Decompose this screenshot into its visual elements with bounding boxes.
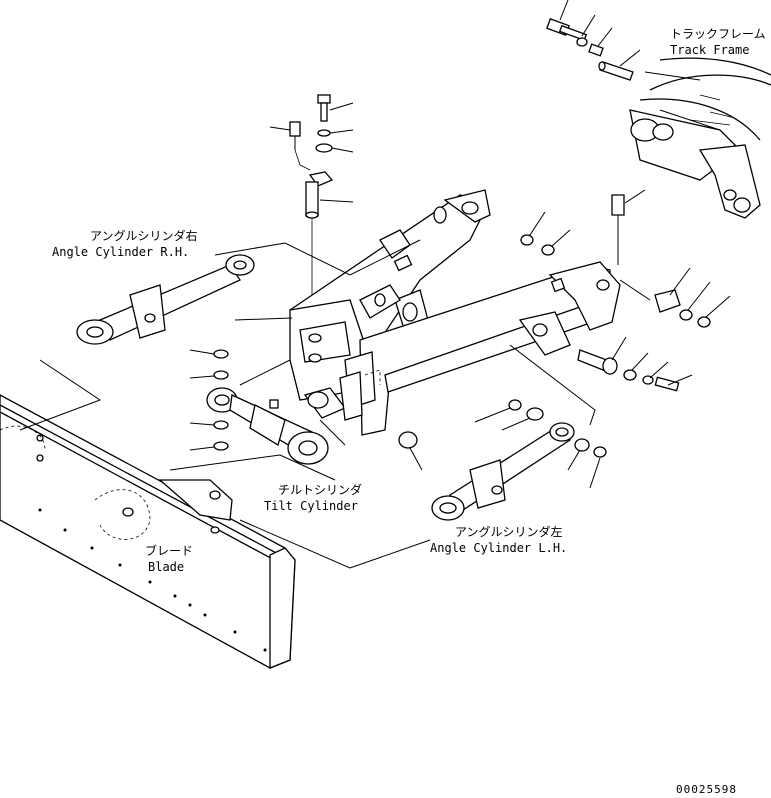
tilt-cylinder [189, 317, 363, 465]
pin-hardware-top [269, 94, 354, 330]
blade-label-en: Blade [148, 560, 184, 574]
pin-hardware-right [520, 189, 731, 392]
u-frame [289, 189, 621, 436]
tilt-cylinder-label-en: Tilt Cylinder [264, 499, 358, 513]
angle-cylinder-rh-label-jp: アングルシリンダ右 [90, 228, 198, 243]
track-frame-hardware [546, 0, 641, 81]
angle-cylinder-lh [398, 399, 607, 521]
blade [0, 394, 296, 669]
track-frame-label-en: Track Frame [670, 43, 749, 57]
drawing-code: 00025598 [676, 783, 737, 796]
angle-cylinder-rh-label-en: Angle Cylinder R.H. [52, 245, 189, 259]
track-frame-label-jp: トラックフレーム [670, 27, 766, 41]
tilt-cylinder-label-jp: チルトシリンダ [278, 482, 362, 497]
blade-label-jp: ブレード [145, 543, 193, 558]
angle-cylinder-lh-label-en: Angle Cylinder L.H. [430, 541, 567, 555]
angle-cylinder-rh [76, 254, 255, 345]
angle-cylinder-lh-label-jp: アングルシリンダ左 [455, 524, 563, 539]
track-frame [629, 57, 771, 219]
